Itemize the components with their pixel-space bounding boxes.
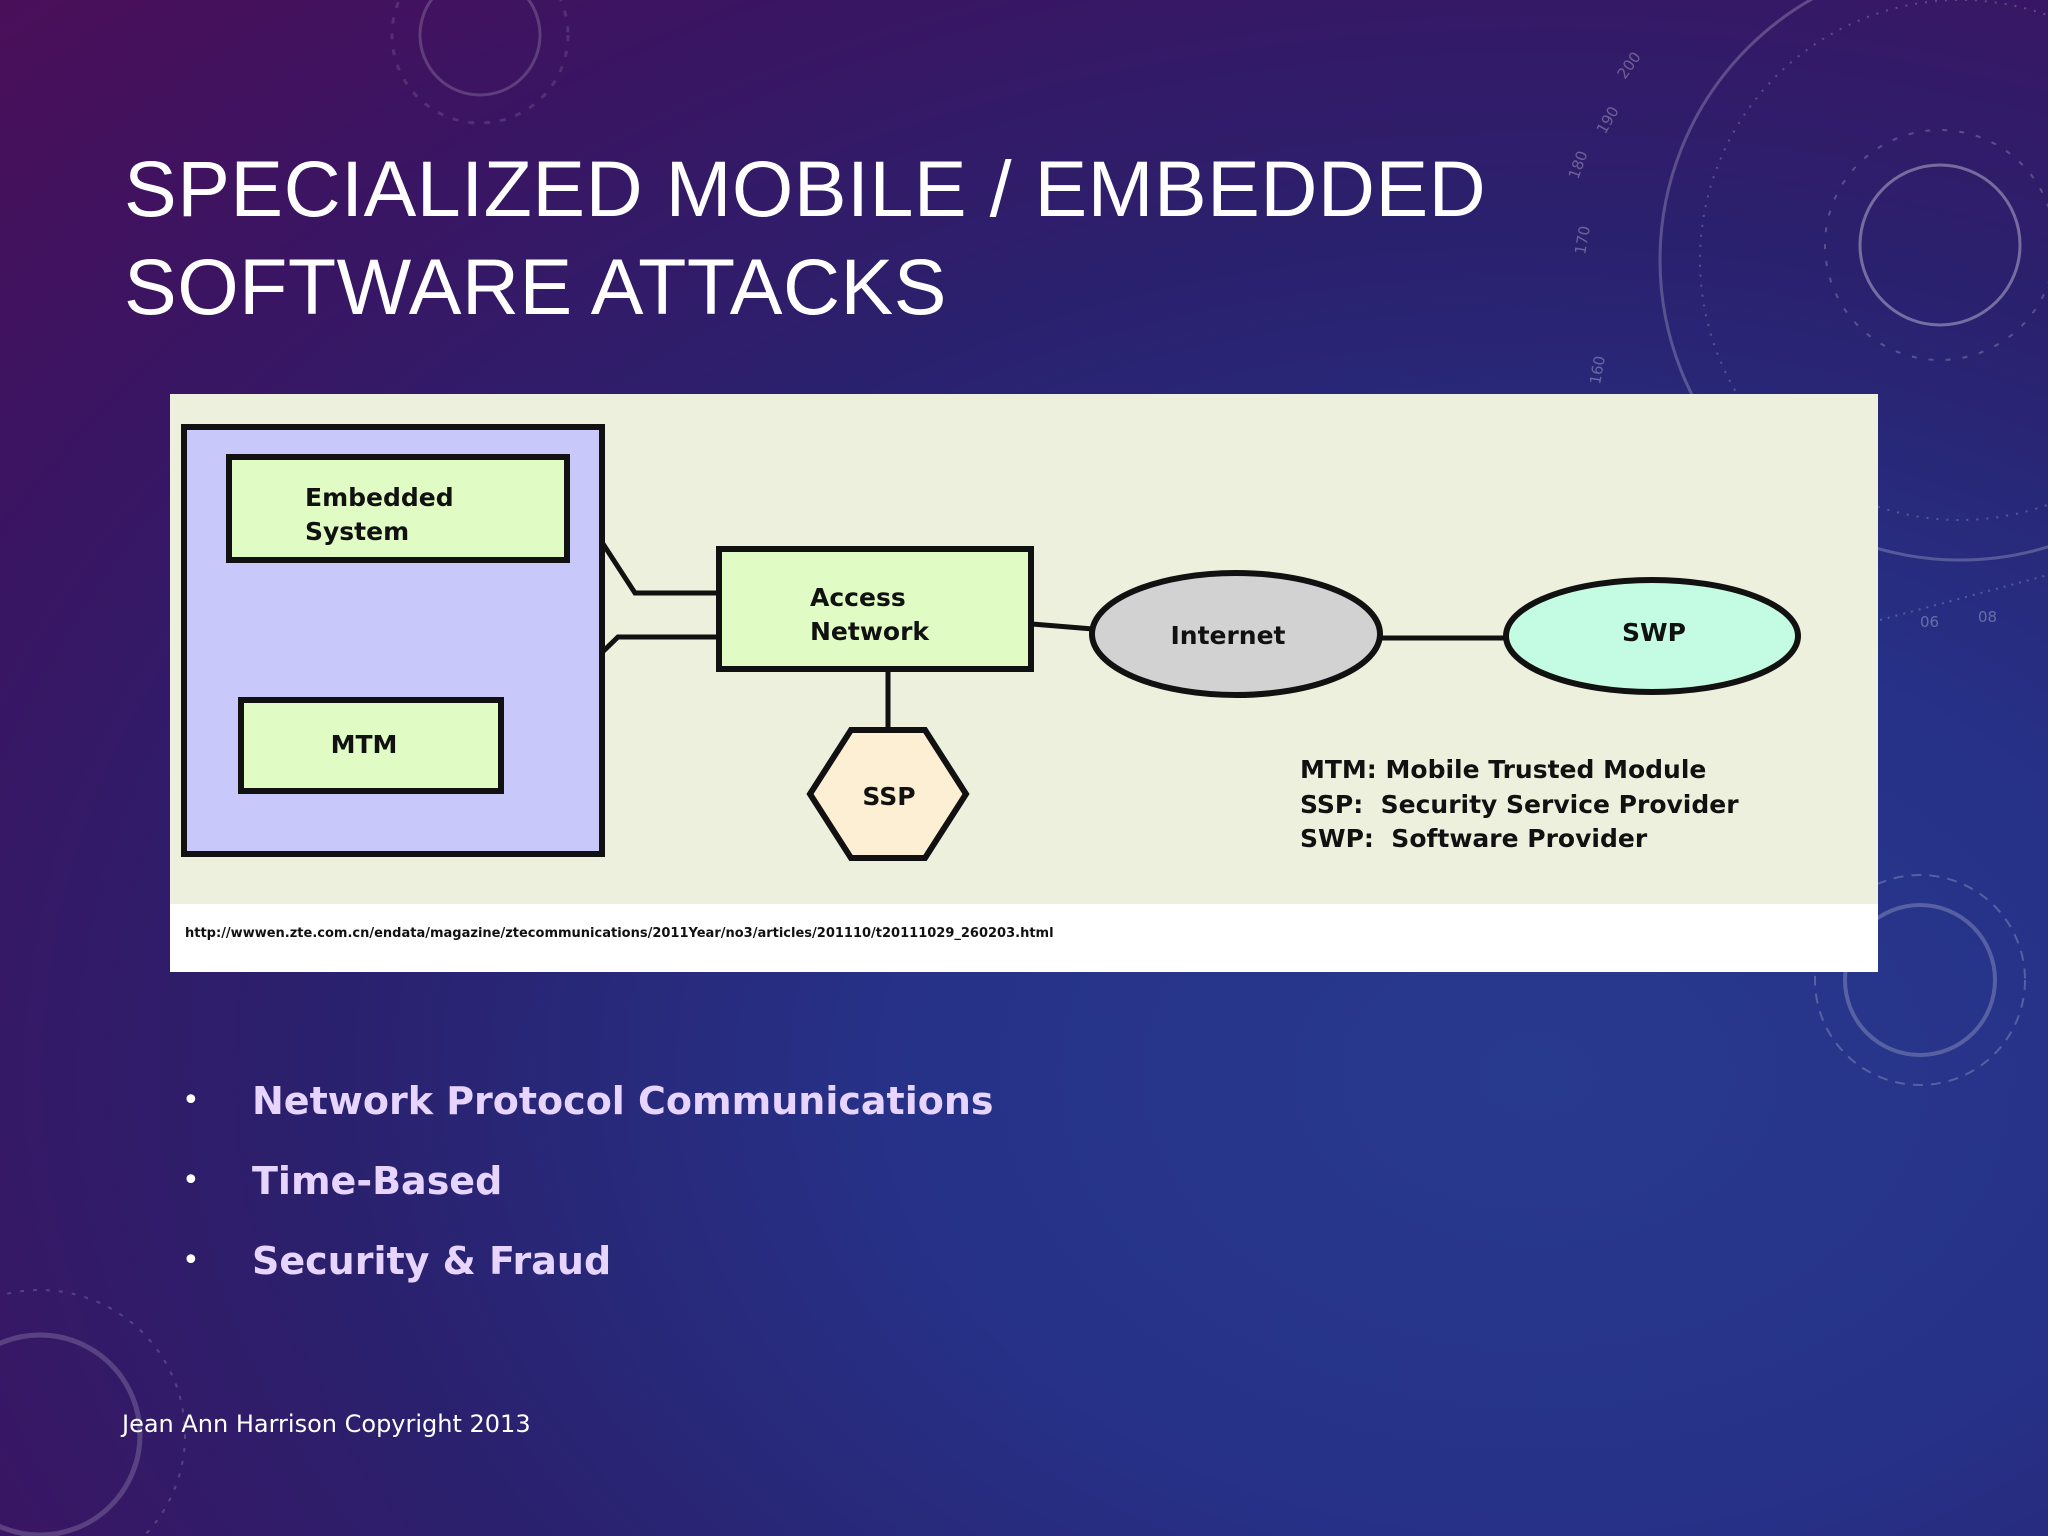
diagram-legend: MTM: Mobile Trusted Module SSP: Security… bbox=[1300, 755, 1739, 853]
slide-title: SPECIALIZED MOBILE / EMBEDDED SOFTWARE A… bbox=[124, 140, 1486, 336]
dial-ring-mid-right bbox=[1814, 874, 2026, 1086]
swp-label: SWP bbox=[1622, 618, 1686, 647]
legend-line-3: SWP: Software Provider bbox=[1300, 824, 1648, 853]
slide-title-line-1: SPECIALIZED MOBILE / EMBEDDED bbox=[124, 144, 1487, 233]
bullet-text: Security & Fraud bbox=[252, 1239, 612, 1283]
internet-ellipse bbox=[1089, 570, 1383, 698]
svg-text:08: 08 bbox=[1978, 608, 1997, 626]
bullet-dot-icon: • bbox=[182, 1163, 200, 1198]
dial-ring-top bbox=[418, 0, 542, 97]
source-url: http://wwwen.zte.com.cn/endata/magazine/… bbox=[185, 926, 1054, 941]
svg-text:06: 06 bbox=[1920, 613, 1939, 631]
internet-label: Internet bbox=[1170, 621, 1285, 650]
connector-access-to-internet bbox=[1031, 621, 1094, 632]
mtm-box bbox=[238, 697, 504, 794]
footer-copyright: Jean Ann Harrison Copyright 2013 bbox=[122, 1410, 531, 1438]
dial-gauge-right bbox=[1658, 0, 2048, 621]
access-network-label-2: Network bbox=[810, 617, 930, 646]
legend-line-2: SSP: Security Service Provider bbox=[1300, 790, 1739, 819]
bullet-dot-icon: • bbox=[182, 1083, 200, 1118]
svg-text:200: 200 bbox=[1614, 49, 1645, 83]
embedded-system-label-2: System bbox=[305, 517, 409, 546]
ssp-label: SSP bbox=[862, 782, 915, 811]
svg-text:190: 190 bbox=[1593, 103, 1623, 137]
bullet-text: Network Protocol Communications bbox=[252, 1079, 994, 1123]
svg-text:170: 170 bbox=[1571, 224, 1594, 255]
svg-text:180: 180 bbox=[1565, 148, 1592, 181]
bullet-dot-icon: • bbox=[182, 1243, 200, 1278]
bullet-text: Time-Based bbox=[252, 1159, 503, 1203]
ssp-hexagon bbox=[806, 727, 970, 861]
legend-line-1: MTM: Mobile Trusted Module bbox=[1300, 755, 1706, 784]
access-network-label-1: Access bbox=[810, 583, 906, 612]
dial-ring-bottom-left bbox=[0, 1289, 186, 1536]
slide-title-line-2: SOFTWARE ATTACKS bbox=[124, 242, 947, 331]
embedded-system-box bbox=[226, 454, 570, 563]
access-network-box bbox=[716, 546, 1034, 672]
mtm-label: MTM bbox=[331, 730, 398, 759]
embedded-system-label-1: Embedded bbox=[305, 483, 454, 512]
swp-ellipse bbox=[1503, 577, 1801, 695]
svg-text:160: 160 bbox=[1586, 354, 1609, 385]
network-diagram-image: Embedded System MTM Access Network Inter… bbox=[170, 394, 1878, 972]
